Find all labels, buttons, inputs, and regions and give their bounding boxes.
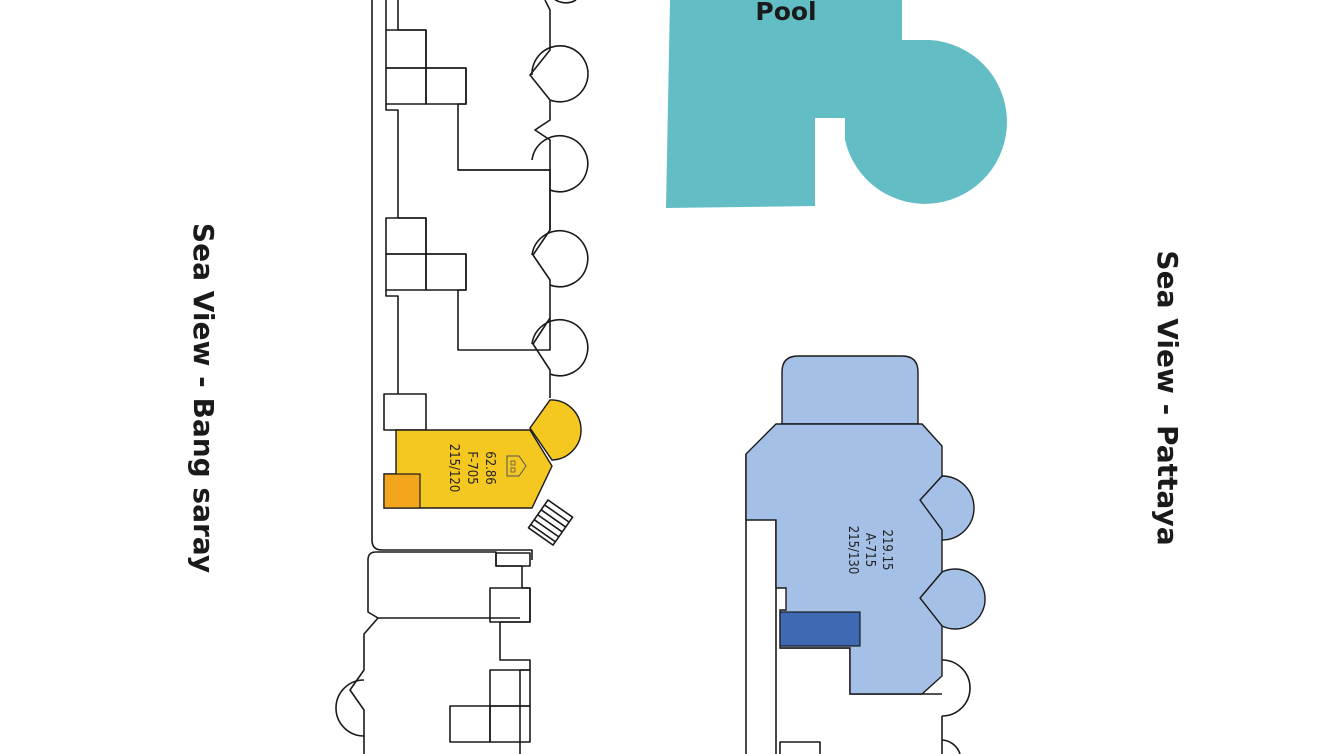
- unit-f-705-id: F-705: [464, 451, 479, 484]
- unit-f-705-area: 62.86: [482, 451, 497, 484]
- home-icon: [506, 455, 527, 477]
- unit-a-715-id: A-715: [862, 533, 877, 567]
- unit-f-705[interactable]: 62.86 F-705 215/120: [383, 399, 582, 509]
- unit-f-705-balcony: [529, 399, 582, 461]
- sea-view-right-label: Sea View - Pattaya: [1151, 250, 1184, 545]
- unit-a-715-plot: 215/130: [845, 526, 860, 575]
- sea-view-left-label: Sea View - Bang saray: [187, 223, 220, 573]
- unit-a-715[interactable]: 219.15 A-715 215/130: [745, 355, 986, 695]
- unit-a-715-top-room: [781, 355, 919, 425]
- unit-a-715-area: 219.15: [879, 530, 894, 571]
- pool-shape: [666, 0, 1007, 208]
- unit-f-705-plot: 215/120: [446, 444, 461, 493]
- pool-label: Pool: [755, 0, 816, 26]
- unit-f-705-accent: [383, 473, 421, 509]
- unit-a-715-balcony-2: [919, 568, 986, 630]
- unit-a-715-accent: [779, 611, 861, 647]
- left-building: [335, 0, 589, 754]
- pool[interactable]: Pool: [666, 0, 1007, 208]
